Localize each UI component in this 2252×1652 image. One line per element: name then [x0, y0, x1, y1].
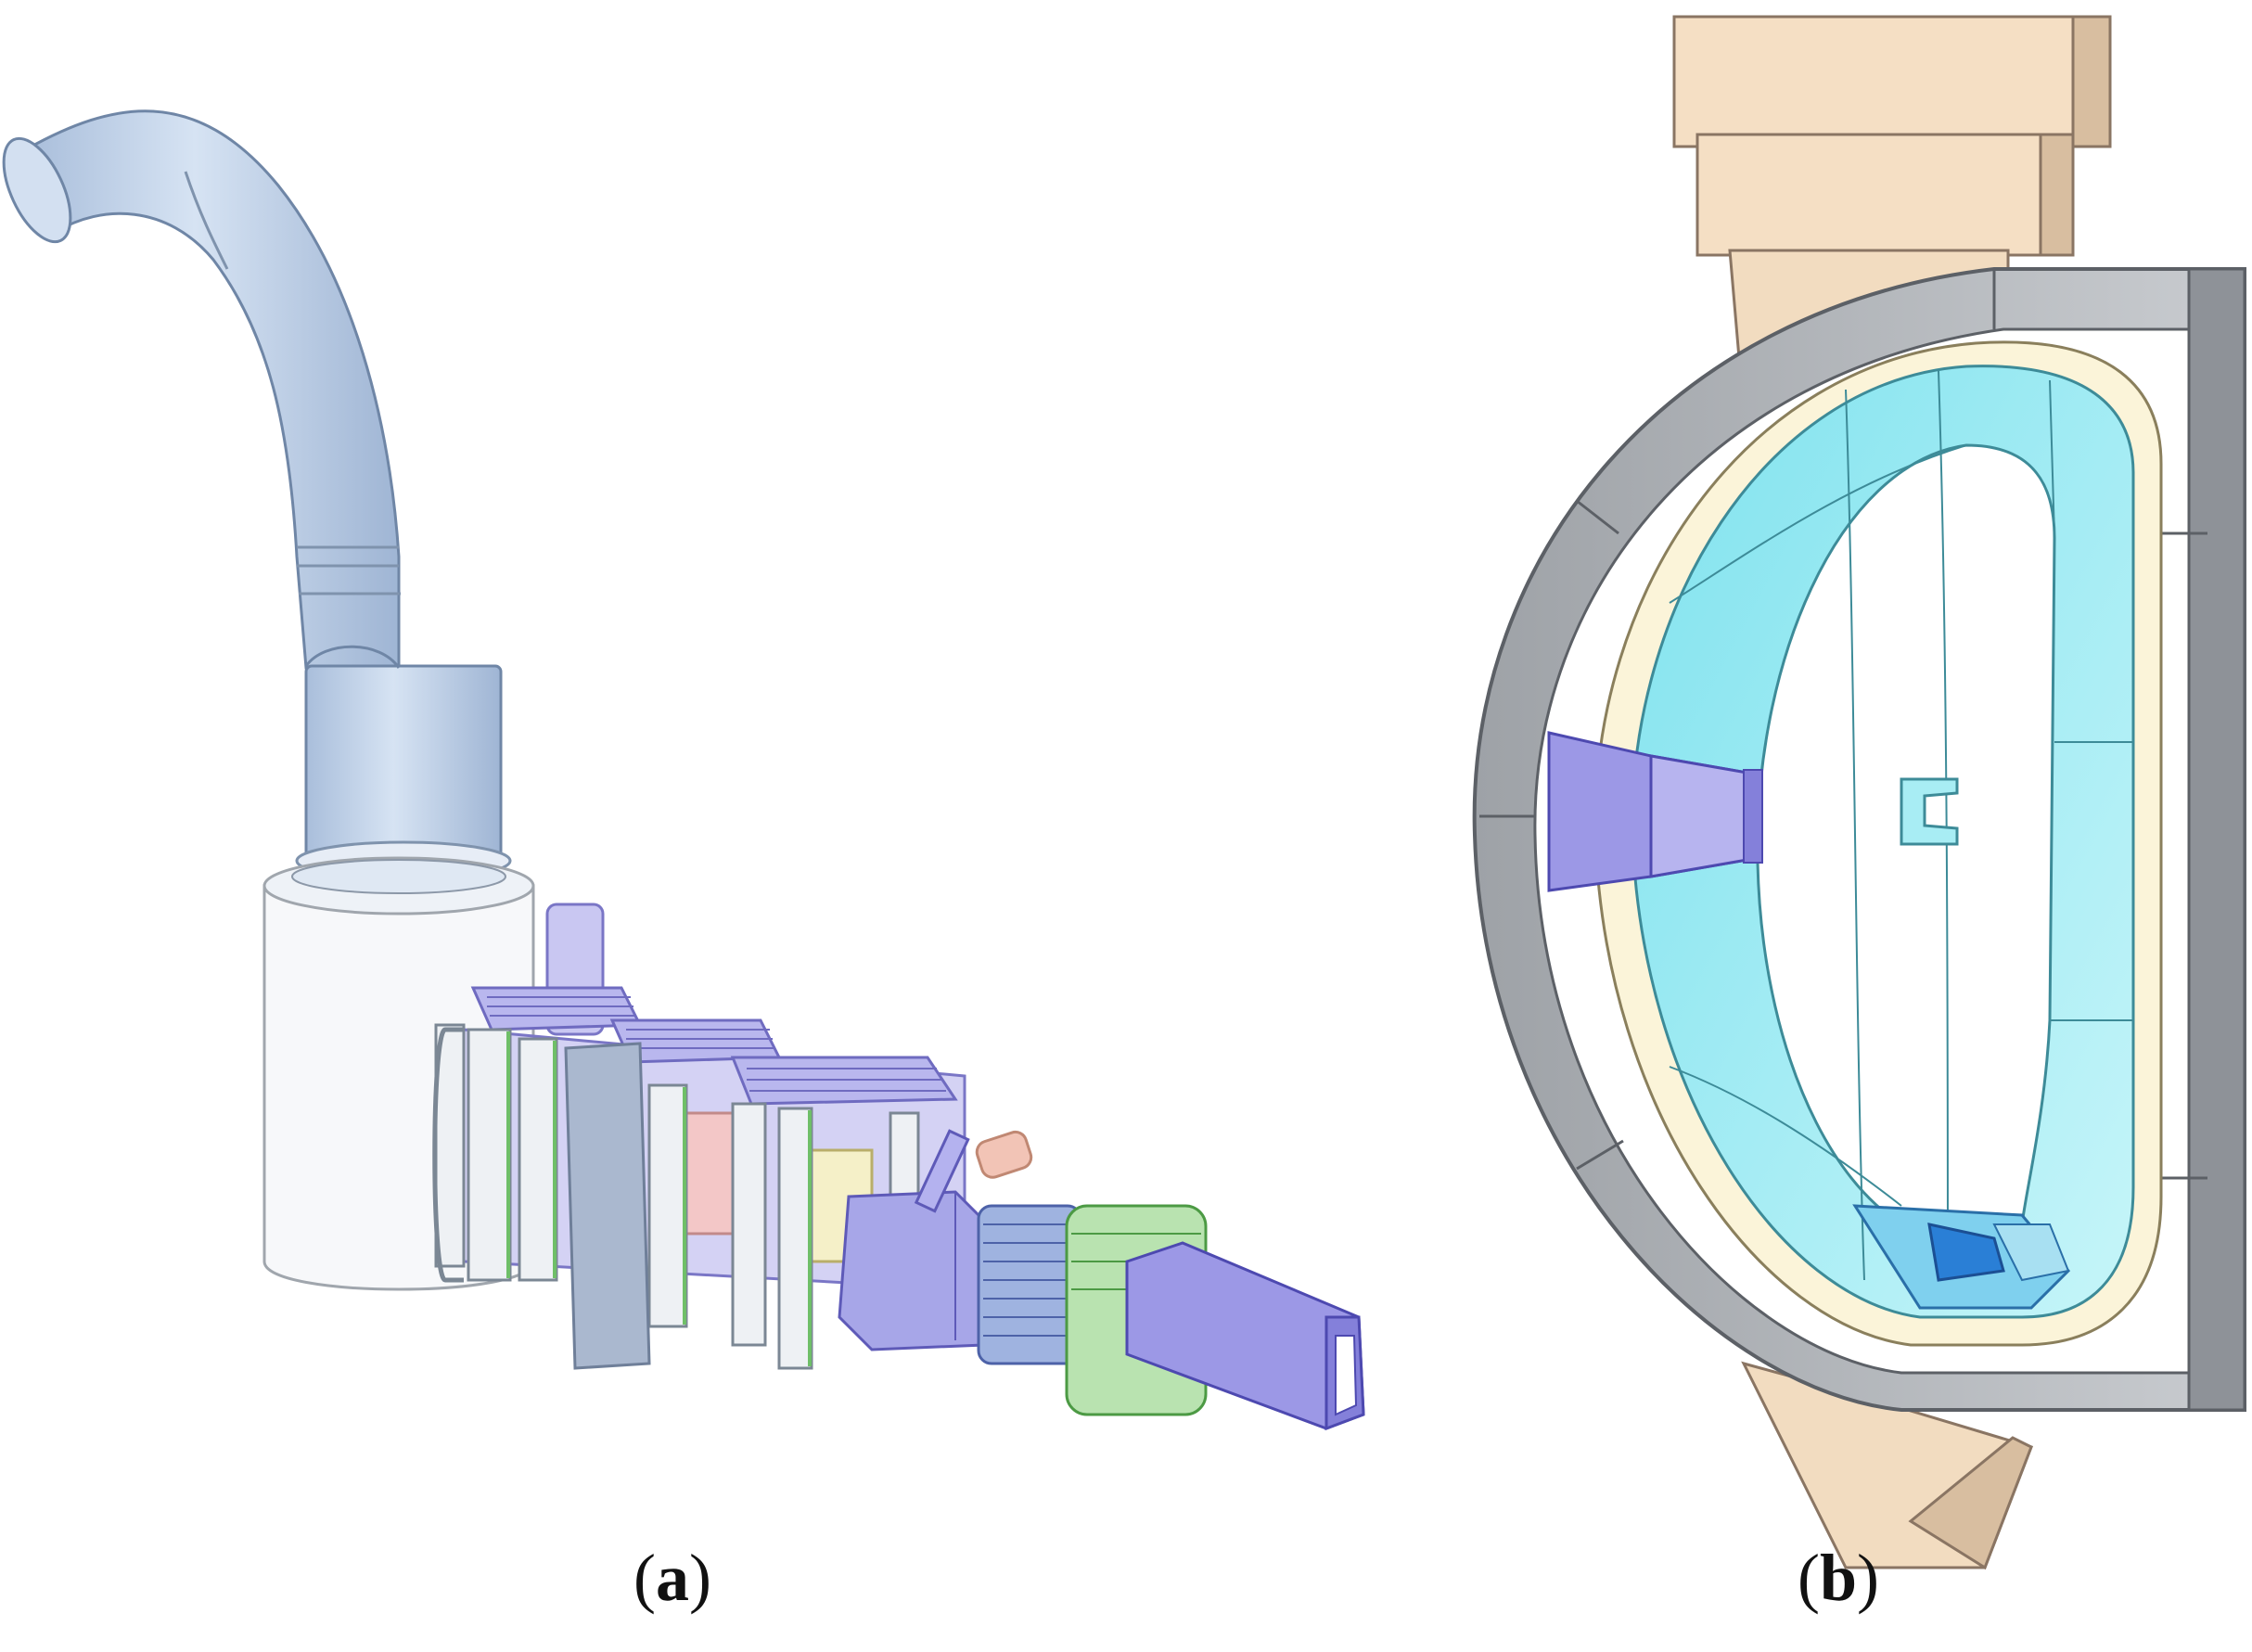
divertor — [1852, 1204, 2071, 1310]
panel-a-illustration — [2, 109, 1365, 1431]
small-pink-cylinder — [975, 1130, 1033, 1179]
panel-a-caption: (a) — [633, 1541, 711, 1615]
tapered-nozzle — [1125, 1241, 1365, 1431]
blue-ribbed-coil — [977, 1204, 1082, 1365]
panel-b-illustration — [1472, 15, 2246, 1570]
wall-notch — [1900, 777, 1959, 846]
curved-duct — [2, 109, 512, 881]
equatorial-port — [1547, 731, 1763, 892]
shield-plate — [564, 1042, 651, 1370]
ribbed-magnet-3 — [730, 1056, 958, 1106]
panel-b-caption: (b) — [1798, 1541, 1880, 1615]
green-edge-strips — [506, 1031, 812, 1366]
pipe-loop — [432, 1027, 464, 1283]
